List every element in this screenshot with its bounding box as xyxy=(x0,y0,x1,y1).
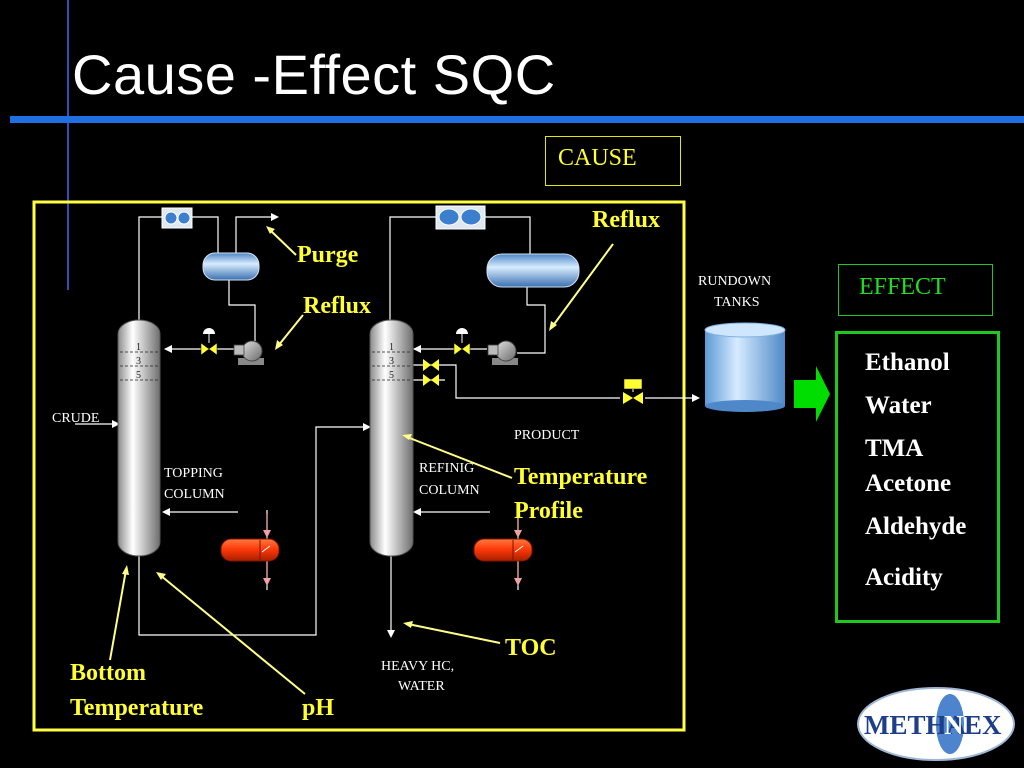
topping-reboiler xyxy=(220,538,280,562)
refining-reflux-drum xyxy=(486,253,580,288)
cause-reflux-right: Reflux xyxy=(592,207,660,233)
vertical-rule xyxy=(67,0,69,290)
refinig-label-1: REFINIG xyxy=(419,461,474,476)
effect-list: Ethanol Water TMA Acetone Aldehyde Acidi… xyxy=(835,331,1000,623)
refinig-label-2: COLUMN xyxy=(419,483,480,498)
refining-reboiler xyxy=(473,538,533,562)
rundown-tank xyxy=(704,322,786,412)
topping-tray-3: 3 xyxy=(136,356,141,367)
side-draw-valves xyxy=(423,359,439,386)
refining-pump xyxy=(487,340,518,365)
effect-item-acidity: Acidity xyxy=(865,564,943,591)
cause-pointers xyxy=(109,226,614,695)
refining-tray-3: 3 xyxy=(389,356,394,367)
topping-column: 1 3 5 xyxy=(117,319,161,557)
logo-text-right: EX xyxy=(964,710,1002,740)
crude-label: CRUDE xyxy=(52,411,99,426)
effect-item-water: Water xyxy=(865,392,932,419)
cause-toc: TOC xyxy=(505,635,557,661)
cause-bottom-temperature-2: Temperature xyxy=(70,695,204,721)
effect-item-ethanol: Ethanol xyxy=(865,349,950,376)
heavy-label-2: WATER xyxy=(398,679,445,694)
methanex-logo: METHA N EX xyxy=(857,687,1015,761)
topping-reflux-valve xyxy=(200,328,218,356)
cause-ph: pH xyxy=(302,695,334,721)
diagram-frame xyxy=(32,200,686,732)
topping-label-2: COLUMN xyxy=(164,487,225,502)
logo-text-mark: N xyxy=(944,710,964,740)
effect-item-aldehyde: Aldehyde xyxy=(865,513,967,540)
refining-tray-1: 1 xyxy=(389,342,394,353)
topping-pump xyxy=(233,340,264,365)
rundown-label-2: TANKS xyxy=(714,295,760,310)
effect-header-box: EFFECT xyxy=(838,264,993,316)
product-label: PRODUCT xyxy=(514,428,580,443)
refining-column: 1 3 5 xyxy=(369,319,414,557)
cause-to-effect-arrow xyxy=(794,366,830,422)
topping-tray-5: 5 xyxy=(136,370,141,381)
slide-title: Cause -Effect SQC xyxy=(72,43,556,106)
cause-temperature-profile-2: Profile xyxy=(514,498,583,524)
cause-temperature-profile-1: Temperature xyxy=(514,464,648,490)
refining-tray-5: 5 xyxy=(389,370,394,381)
product-valve xyxy=(623,378,643,404)
cause-header-box: CAUSE xyxy=(545,136,681,186)
heavy-label-1: HEAVY HC, xyxy=(381,659,454,674)
steam-lines xyxy=(263,514,522,586)
rundown-label-1: RUNDOWN xyxy=(698,274,771,289)
cause-header: CAUSE xyxy=(558,145,637,171)
effect-header: EFFECT xyxy=(859,274,946,300)
title-underline xyxy=(10,116,1024,123)
topping-reflux-drum xyxy=(202,252,260,281)
pipe-arrowheads xyxy=(112,213,700,638)
cause-reflux-left: Reflux xyxy=(303,293,371,319)
topping-condenser xyxy=(161,207,193,229)
cause-bottom-temperature-1: Bottom xyxy=(70,660,146,686)
topping-label-1: TOPPING xyxy=(164,466,223,481)
effect-item-tma: TMA xyxy=(865,435,924,462)
logo-text-left: METHA xyxy=(864,710,967,740)
refining-condenser xyxy=(435,205,486,230)
refining-reflux-valve xyxy=(453,328,471,356)
cause-purge: Purge xyxy=(297,242,359,268)
effect-item-acetone: Acetone xyxy=(865,470,952,497)
topping-tray-1: 1 xyxy=(136,342,141,353)
